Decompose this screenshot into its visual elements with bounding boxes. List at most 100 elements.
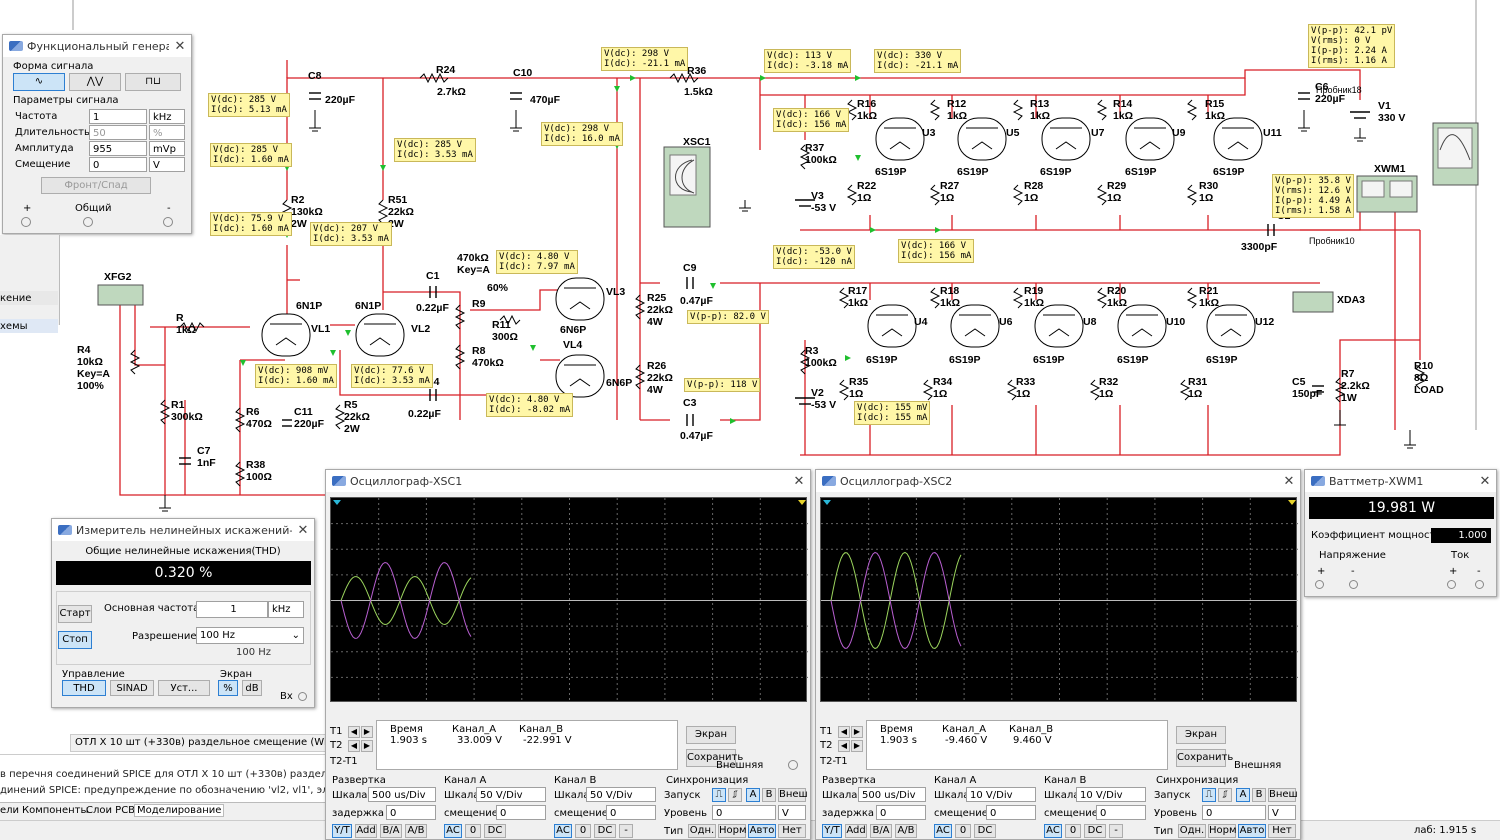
channel-b-dc-button[interactable]: DC	[1084, 824, 1106, 838]
param-unit[interactable]: %	[149, 125, 185, 140]
cursor-left-icon[interactable]: ◀	[348, 740, 360, 752]
measurement-probe[interactable]: V(dc): 330 V I(dc): -21.1 mA	[874, 49, 962, 73]
trigger-b-button[interactable]: B	[1252, 788, 1266, 802]
measurement-probe[interactable]: V(p-p): 42.1 pV V(rms): 0 V I(p-p): 2.24…	[1308, 24, 1396, 68]
triangle-wave-button[interactable]: ⋀⋁	[69, 73, 121, 91]
timebase-input[interactable]: 500 us/Div	[368, 787, 436, 802]
ab-button[interactable]: A/B	[895, 824, 917, 838]
channel-a-dc-button[interactable]: DC	[974, 824, 996, 838]
ab-button[interactable]: A/B	[405, 824, 427, 838]
cursor-t2-marker[interactable]	[1288, 500, 1296, 505]
measurement-probe[interactable]: V(p-p): 118 V	[684, 378, 761, 392]
scope1-titlebar[interactable]: Осциллограф-XSC1 ✕	[326, 470, 810, 492]
channel-b-ac-button[interactable]: AC	[1044, 824, 1062, 838]
scope2-titlebar[interactable]: Осциллограф-XSC2 ✕	[816, 470, 1300, 492]
instrument-xsc2[interactable]	[1432, 122, 1479, 186]
instrument-xwm1[interactable]	[1356, 175, 1418, 213]
param-value-input[interactable]: 955	[89, 141, 147, 156]
channel-b-zero-button[interactable]: 0	[575, 824, 591, 838]
scope1-ext-terminal[interactable]	[788, 760, 798, 770]
channel-a-zero-button[interactable]: 0	[955, 824, 971, 838]
resolution-select[interactable]: 100 Hz⌄	[196, 627, 304, 644]
channel-a-offset-input[interactable]: 0	[986, 805, 1036, 820]
thd-mode-button[interactable]: THD	[62, 680, 106, 696]
add-button[interactable]: Add	[845, 824, 867, 838]
wattmeter-titlebar[interactable]: Ваттметр-XWM1 ✕	[1305, 470, 1496, 492]
trigger-a-button[interactable]: A	[1236, 788, 1250, 802]
single-button[interactable]: Одн.	[1178, 824, 1206, 838]
instrument-xfg2[interactable]	[97, 284, 144, 306]
current-plus-terminal[interactable]	[1447, 580, 1456, 589]
sine-wave-button[interactable]: ∿	[13, 73, 65, 91]
wattmeter-window[interactable]: Ваттметр-XWM1 ✕ 19.981 W Коэффициент мощ…	[1304, 469, 1497, 597]
thd-titlebar[interactable]: Измеритель нелинейных искажений-XDA3 ✕	[52, 519, 314, 541]
measurement-probe[interactable]: V(dc): 285 V I(dc): 3.53 mA	[394, 138, 476, 162]
trigger-ext-button[interactable]: Внеш	[1268, 788, 1298, 802]
yt-button[interactable]: Y/T	[332, 824, 352, 838]
none-button[interactable]: Нет	[1268, 824, 1296, 838]
measurement-probe[interactable]: V(dc): 285 V I(dc): 1.60 mA	[210, 143, 292, 167]
cursor-left-icon[interactable]: ◀	[838, 726, 850, 738]
param-value-input[interactable]: 50	[89, 125, 147, 140]
channel-a-zero-button[interactable]: 0	[465, 824, 481, 838]
none-button[interactable]: Нет	[778, 824, 806, 838]
level-input[interactable]: 0	[1202, 805, 1266, 820]
cursor-right-icon[interactable]: ▶	[361, 740, 373, 752]
auto-button[interactable]: Авто	[748, 824, 776, 838]
close-icon[interactable]: ✕	[1283, 473, 1295, 489]
measurement-probe[interactable]: V(dc): 166 V I(dc): 156 mA	[773, 108, 850, 132]
timebase-input[interactable]: 500 us/Div	[858, 787, 926, 802]
scope2-save-button[interactable]: Сохранить	[1176, 749, 1233, 767]
measurement-probe[interactable]: V(dc): -53.0 V I(dc): -120 nA	[773, 245, 855, 269]
tab-simulation[interactable]: Моделирование	[134, 804, 225, 817]
cursor-t2-marker[interactable]	[798, 500, 806, 505]
function-generator-window[interactable]: Функциональный генерато... ✕ Форма сигна…	[2, 34, 192, 234]
channel-a-scale-input[interactable]: 10 V/Div	[966, 787, 1036, 802]
level-unit[interactable]: V	[1268, 805, 1296, 820]
tab-pcb-layers[interactable]: Слои PCB	[86, 805, 136, 816]
cursor-right-icon[interactable]: ▶	[851, 740, 863, 752]
tab-components[interactable]: Компоненты	[22, 805, 89, 816]
cursor-left-icon[interactable]: ◀	[838, 740, 850, 752]
cursor-left-icon[interactable]: ◀	[348, 726, 360, 738]
param-value-input[interactable]: 0	[89, 157, 147, 172]
param-unit[interactable]: kHz	[149, 109, 185, 124]
cursor-t1-marker[interactable]	[823, 500, 831, 505]
measurement-probe[interactable]: V(dc): 207 V I(dc): 3.53 mA	[310, 222, 392, 246]
percent-button[interactable]: %	[218, 680, 238, 696]
measurement-probe[interactable]: V(dc): 285 V I(dc): 5.13 mA	[208, 93, 290, 117]
ba-button[interactable]: B/A	[870, 824, 892, 838]
close-icon[interactable]: ✕	[174, 38, 186, 54]
sidebar-item-1[interactable]: кение	[0, 291, 58, 305]
voltage-minus-terminal[interactable]	[1349, 580, 1358, 589]
trigger-b-button[interactable]: B	[762, 788, 776, 802]
channel-b-zero-button[interactable]: 0	[1065, 824, 1081, 838]
rise-fall-button[interactable]: Фронт/Спад	[41, 177, 151, 194]
param-unit[interactable]: V	[149, 157, 185, 172]
measurement-probe[interactable]: V(dc): 298 V I(dc): -21.1 mA	[601, 47, 689, 71]
square-wave-button[interactable]: ⊓⊔	[125, 73, 181, 91]
instrument-xda3[interactable]	[1292, 291, 1334, 313]
channel-b-offset-input[interactable]: 0	[606, 805, 656, 820]
start-button[interactable]: Старт	[58, 605, 92, 623]
trigger-a-button[interactable]: A	[746, 788, 760, 802]
add-button[interactable]: Add	[355, 824, 377, 838]
measurement-probe[interactable]: V(dc): 75.9 V I(dc): 1.60 mA	[210, 212, 292, 236]
sidebar-item-2[interactable]: хемы	[0, 319, 58, 333]
measurement-probe[interactable]: V(dc): 4.80 V I(dc): -8.02 mA	[486, 393, 574, 417]
scope1-save-button[interactable]: Сохранить	[686, 749, 743, 767]
channel-a-ac-button[interactable]: AC	[934, 824, 952, 838]
measurement-probe[interactable]: V(p-p): 82.0 V	[687, 310, 769, 324]
falling-edge-icon[interactable]: ⎎	[1218, 788, 1232, 802]
close-icon[interactable]: ✕	[1479, 473, 1491, 489]
cursor-right-icon[interactable]: ▶	[851, 726, 863, 738]
input-terminal[interactable]	[298, 692, 307, 701]
channel-a-scale-input[interactable]: 50 V/Div	[476, 787, 546, 802]
fundamental-unit[interactable]: kHz	[268, 601, 304, 618]
current-minus-terminal[interactable]	[1475, 580, 1484, 589]
ba-button[interactable]: B/A	[380, 824, 402, 838]
tab-models[interactable]: ели	[0, 805, 20, 816]
yt-button[interactable]: Y/T	[822, 824, 842, 838]
channel-b-offset-input[interactable]: 0	[1096, 805, 1146, 820]
